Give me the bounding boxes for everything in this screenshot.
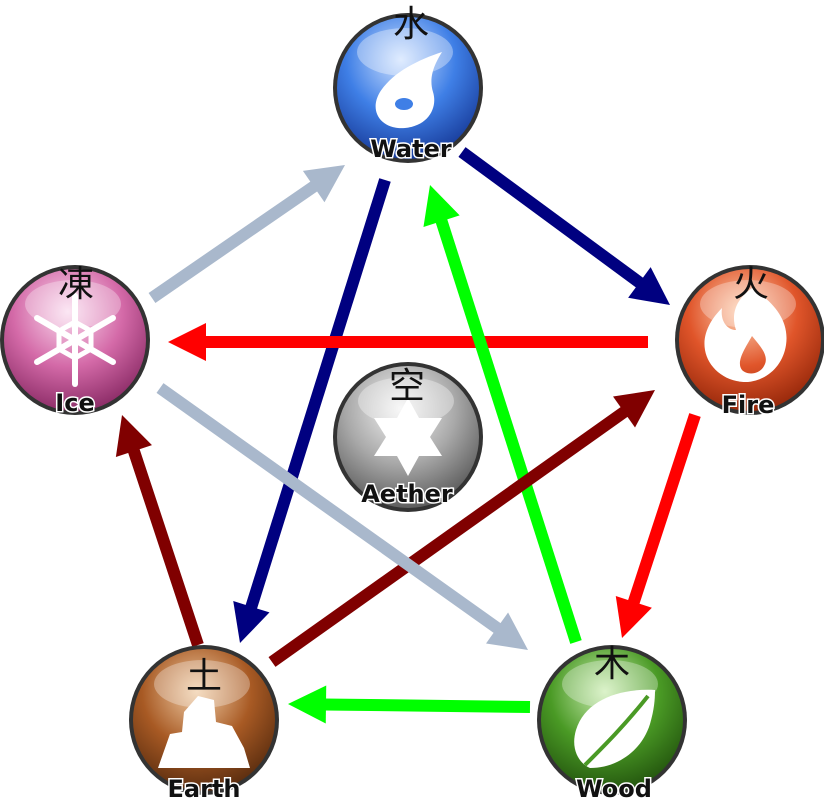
arrow-shaft bbox=[627, 413, 701, 606]
earth-kanji: 土 bbox=[186, 656, 222, 697]
arrow-ice-to-water bbox=[148, 165, 345, 303]
arrow-shaft bbox=[435, 217, 582, 644]
fire-label: Fire bbox=[722, 391, 775, 419]
flame-icon bbox=[704, 288, 787, 383]
aether-kanji: 空 bbox=[389, 366, 425, 407]
rocks-icon bbox=[158, 696, 250, 768]
fire-node: 火 Fire bbox=[675, 264, 824, 421]
arrow-head bbox=[168, 323, 206, 361]
ice-node: 凍 Ice bbox=[0, 264, 150, 419]
wood-node: 木 Wood bbox=[537, 644, 687, 805]
wood-kanji: 木 bbox=[594, 644, 630, 685]
fire-kanji: 火 bbox=[733, 264, 769, 305]
arrow-ice-to-wood bbox=[156, 383, 528, 650]
arrow-head bbox=[288, 685, 327, 724]
ice-kanji: 凍 bbox=[58, 264, 94, 305]
arrow-head bbox=[423, 185, 460, 227]
earth-node: 土 Earth bbox=[129, 645, 279, 805]
leaf-vein bbox=[583, 694, 650, 767]
ice-label: Ice bbox=[55, 389, 94, 417]
arrows-layer bbox=[115, 147, 701, 724]
water-drop-hole bbox=[395, 98, 413, 110]
water-label: Water bbox=[370, 135, 452, 163]
water-kanji: 水 bbox=[393, 4, 429, 45]
arrow-head bbox=[233, 601, 270, 643]
aether-orb-highlight bbox=[358, 377, 454, 425]
arrow-head bbox=[615, 595, 652, 638]
aether-node: 空 Aether bbox=[333, 362, 483, 512]
arrow-shaft bbox=[458, 147, 645, 289]
arrow-head bbox=[115, 415, 152, 458]
arrow-fire-to-ice bbox=[168, 323, 648, 361]
earth-orb-highlight bbox=[154, 660, 250, 708]
water-node: 水 Water bbox=[333, 4, 483, 165]
arrow-head bbox=[302, 165, 345, 203]
earth-label: Earth bbox=[168, 775, 241, 803]
arrow-shaft bbox=[127, 447, 204, 647]
arrow-water-to-fire bbox=[458, 147, 670, 305]
arrow-earth-to-ice bbox=[115, 415, 204, 647]
snowflake-arm bbox=[34, 315, 116, 365]
aether-label: Aether bbox=[361, 480, 453, 508]
arrow-wood-to-earth bbox=[288, 685, 531, 724]
arrow-head bbox=[486, 612, 528, 650]
arrow-shaft bbox=[148, 180, 319, 303]
arrow-wood-to-water bbox=[423, 185, 582, 644]
star-icon bbox=[374, 398, 442, 476]
arrow-shaft bbox=[156, 383, 503, 635]
water-drop-icon bbox=[375, 52, 442, 129]
arrow-shaft bbox=[268, 405, 630, 667]
arrow-shaft bbox=[245, 178, 391, 611]
arrow-fire-to-wood bbox=[615, 413, 701, 638]
arrow-shaft bbox=[323, 698, 531, 713]
arrow-head bbox=[613, 390, 655, 428]
arrow-earth-to-fire bbox=[268, 390, 655, 667]
snowflake-icon bbox=[34, 293, 116, 387]
arrow-head bbox=[628, 267, 670, 305]
wood-label: Wood bbox=[576, 775, 652, 803]
fire-orb bbox=[679, 269, 821, 411]
snowflake-center bbox=[56, 319, 94, 361]
arrow-water-to-earth bbox=[233, 178, 391, 643]
